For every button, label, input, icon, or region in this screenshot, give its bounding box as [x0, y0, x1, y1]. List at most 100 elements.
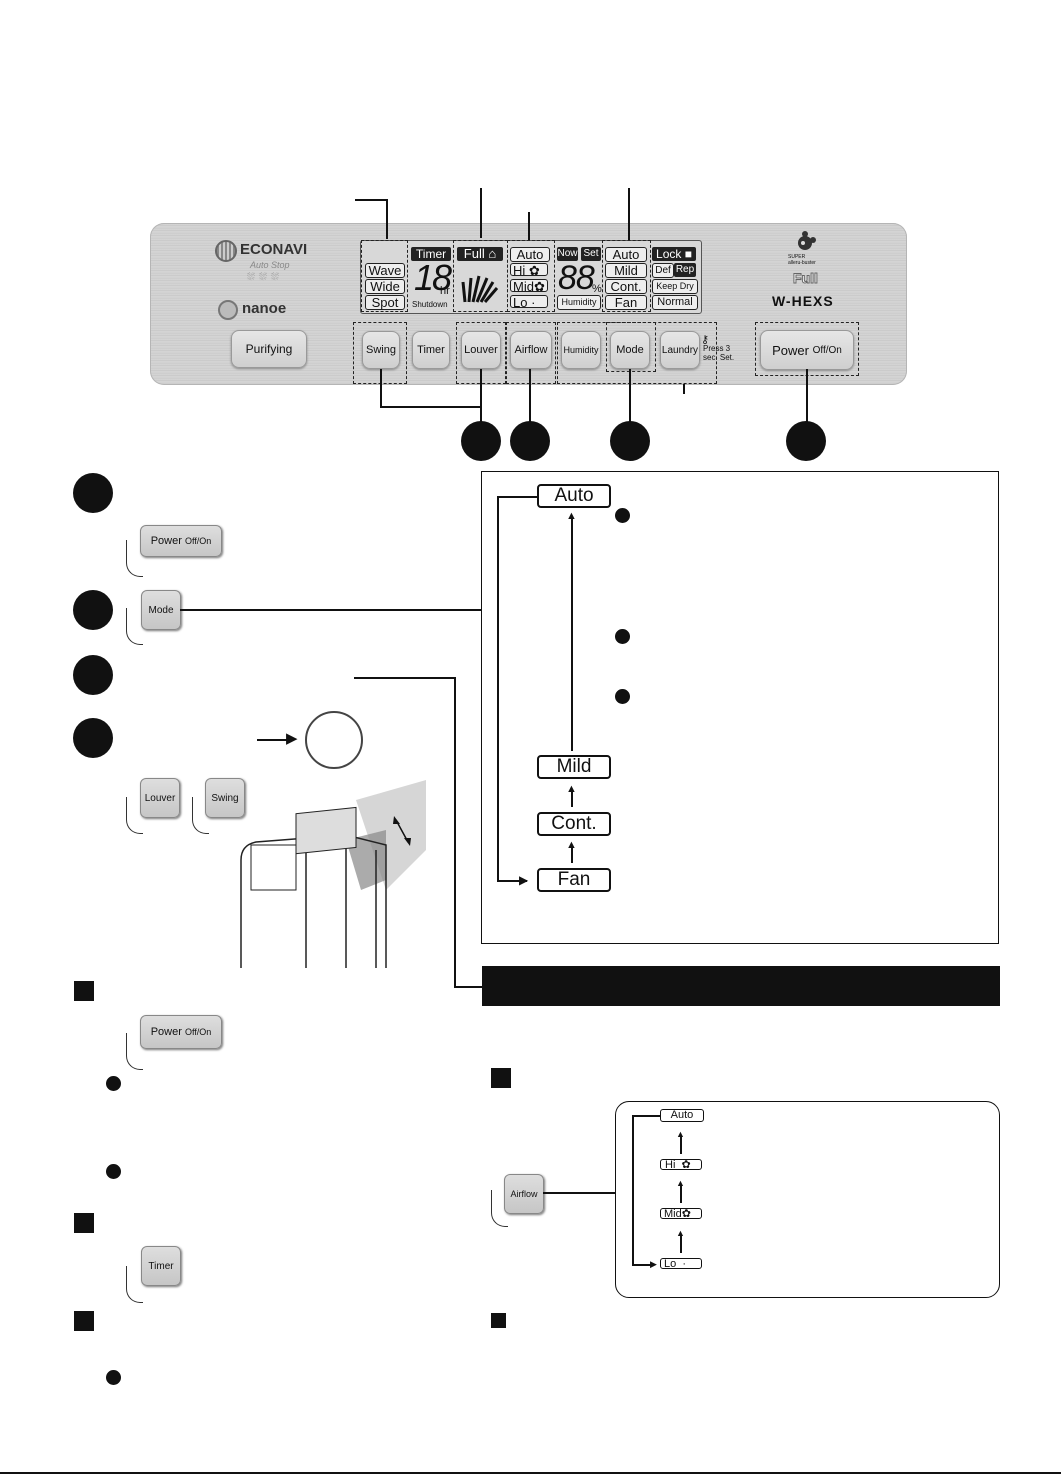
key-icon: ⚷	[701, 334, 710, 346]
section-square	[491, 1313, 506, 1328]
cycle-line	[571, 789, 573, 807]
bullet	[615, 689, 630, 704]
leader-line	[629, 369, 631, 423]
timer-button[interactable]: Timer	[412, 331, 450, 369]
leader-line	[380, 369, 382, 407]
swing-step-button[interactable]: Swing	[205, 778, 245, 818]
lcd-def: Def	[652, 263, 674, 278]
airflow-cycle-hi: Hi ✿	[660, 1159, 702, 1171]
leader-line	[628, 188, 630, 240]
airflow-cycle-auto: Auto	[660, 1109, 704, 1122]
airflow-display-group	[507, 240, 555, 312]
arrow-up-icon: ▲	[566, 839, 577, 851]
mode-cycle-auto: Auto	[537, 484, 611, 508]
swing-button[interactable]: Swing	[362, 331, 400, 369]
step-circle	[786, 421, 826, 461]
press3-line1: Press 3	[703, 344, 731, 353]
airflow-button-highlight	[506, 322, 556, 384]
lcd-hr: hr	[440, 285, 450, 297]
lcd-full: Full ⌂	[457, 247, 503, 261]
leader-line	[683, 384, 685, 394]
lcd-mode-fan: Fan	[605, 295, 647, 310]
power-button[interactable]: Power Off/On	[760, 330, 854, 370]
press3-line2: sec. Set.	[703, 353, 735, 362]
purifying-button[interactable]: Purifying	[231, 330, 307, 368]
brand-alleru: alleru-buster	[788, 260, 816, 266]
lcd-airflow-lo-text: Lo	[513, 295, 528, 310]
cycle-line	[497, 496, 499, 881]
brand-super: SUPER	[788, 254, 806, 260]
step-circle	[510, 421, 550, 461]
timer-step-button[interactable]: Timer	[141, 1246, 181, 1286]
airflow-cycle-hi-text: Hi	[665, 1159, 676, 1171]
lcd-timer-digits: 18	[414, 257, 452, 298]
econavi-icon	[215, 240, 237, 262]
leader-line	[480, 369, 482, 423]
power-step-suffix: Off/On	[184, 536, 212, 546]
autostop-label: Auto Stop	[250, 260, 290, 270]
bullet	[106, 1164, 121, 1179]
bullet	[106, 1370, 121, 1385]
lcd-airflow-mid-text: Mid	[513, 279, 534, 294]
lcd-set: Set	[581, 247, 601, 261]
lcd-spot: Spot	[365, 295, 405, 310]
lcd-shutdown: Shutdown	[412, 300, 448, 309]
page-bottom-rule	[0, 1472, 1061, 1474]
lcd-airflow-lo: Lo ·	[510, 295, 548, 310]
section-square	[74, 981, 94, 1001]
arrow-right-icon: ▶	[286, 730, 298, 747]
cycle-line	[632, 1115, 634, 1265]
lcd-mode-cont: Cont.	[605, 279, 647, 294]
appliance-illustration	[236, 780, 426, 968]
cycle-line	[497, 496, 537, 498]
airflow-cycle-mid: Mid✿	[660, 1208, 702, 1220]
lcd-full-text: Full	[463, 246, 485, 261]
lcd-airflow-hi-text: Hi	[513, 263, 526, 278]
lcd-lock: Lock ■	[652, 247, 696, 261]
lcd-keepdry: Keep Dry	[652, 279, 698, 294]
bullet	[615, 629, 630, 644]
mode-step-button[interactable]: Mode	[141, 590, 181, 630]
mode-cycle-cont: Cont.	[537, 812, 611, 836]
leader-line	[806, 369, 808, 423]
power-step-button-2[interactable]: Power Off/On	[140, 1015, 222, 1049]
humidity-button[interactable]: Humidity	[561, 331, 601, 369]
lcd-wave: Wave	[365, 263, 405, 278]
step-circle	[73, 473, 113, 513]
mode-button[interactable]: Mode	[610, 331, 650, 369]
mode-display-group	[602, 240, 651, 312]
lcd-humidity-digits: 88	[558, 259, 595, 297]
lcd-airflow-hi: Hi ✿	[510, 263, 548, 278]
mode-button-highlight	[606, 322, 656, 372]
connector-line	[454, 677, 456, 987]
lcd-now: Now	[557, 247, 578, 261]
leader-line	[480, 188, 482, 238]
louver-fan-icon	[459, 266, 501, 306]
leader-line	[529, 369, 531, 423]
lcd-airflow-auto: Auto	[510, 247, 550, 262]
connector-line	[354, 677, 455, 679]
cycle-line	[680, 1185, 682, 1203]
autostop-icons: ⛆⛆⛆	[247, 272, 283, 283]
louver-button[interactable]: Louver	[461, 331, 501, 369]
step-circle	[461, 421, 501, 461]
louver-step-button[interactable]: Louver	[140, 778, 180, 818]
section-square	[74, 1213, 94, 1233]
lcd-mode-auto: Auto	[605, 247, 647, 262]
mode-cycle-box	[481, 471, 999, 944]
indicator-circle	[305, 711, 363, 769]
power-step-label: Power	[150, 535, 182, 547]
lcd-timer: Timer	[411, 247, 451, 261]
power-step-button[interactable]: Power Off/On	[140, 525, 222, 557]
step-circle	[73, 655, 113, 695]
arrow-up-icon: ▲	[676, 1129, 685, 1139]
airflow-button[interactable]: Airflow	[510, 331, 552, 369]
leader-line	[380, 406, 481, 408]
cycle-line	[680, 1235, 682, 1253]
lcd-percent: %	[592, 283, 602, 295]
leader-line	[528, 212, 530, 240]
power-step-suffix-2: Off/On	[184, 1027, 212, 1037]
cycle-line	[680, 1136, 682, 1154]
laundry-button[interactable]: Laundry	[660, 331, 700, 369]
airflow-step-button[interactable]: Airflow	[504, 1174, 544, 1214]
